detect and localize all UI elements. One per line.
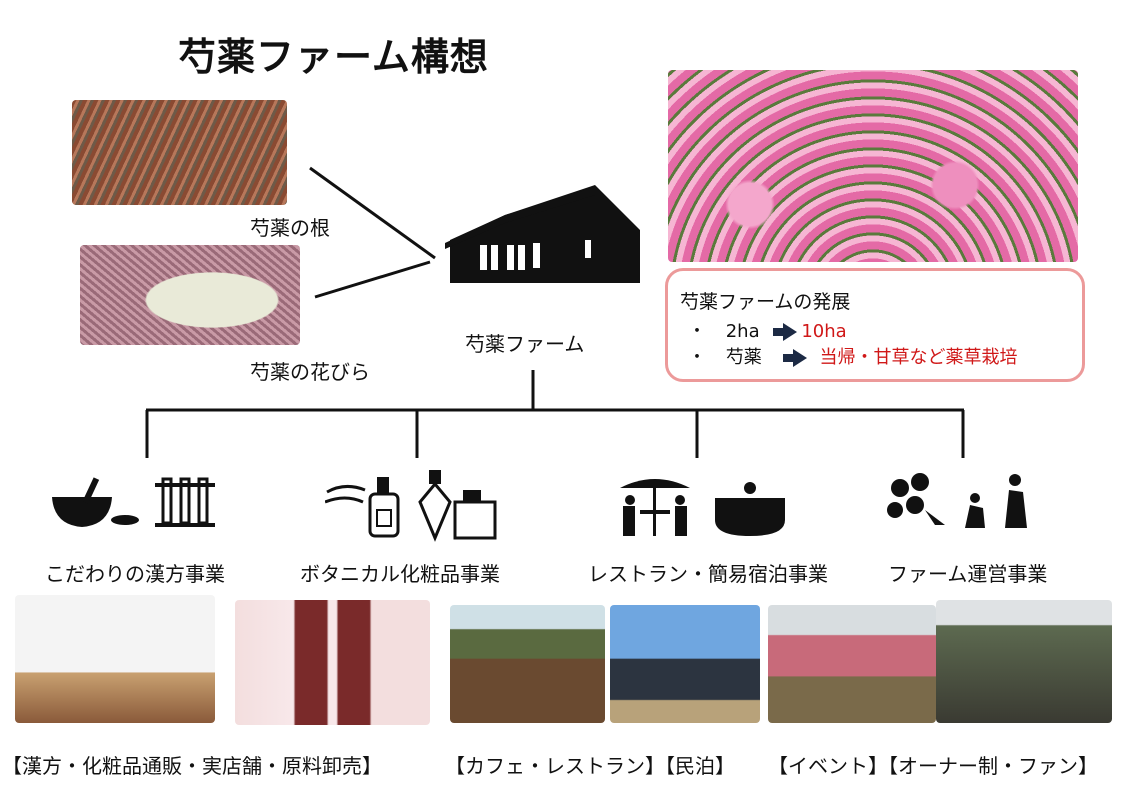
event-photo: [768, 605, 936, 723]
from-value: 芍薬: [725, 347, 762, 368]
cosmetics-icon: [325, 470, 497, 542]
peony-field-photo: [668, 70, 1078, 262]
barn-icon: [445, 185, 640, 283]
development-row: ・ 芍薬 当帰・甘草など薬草栽培: [688, 343, 1017, 369]
bullet: ・: [688, 321, 706, 342]
channel-label: 【イベント】【オーナー制・ファン】: [768, 754, 1098, 778]
business-label: ボタニカル化粧品事業: [300, 562, 500, 586]
arrow-right-icon: [769, 321, 798, 342]
page-title: 芍薬ファーム構想: [178, 35, 489, 79]
business-label: こだわりの漢方事業: [45, 562, 225, 586]
restaurant-bath-icon: [620, 479, 785, 536]
business-label: ファーム運営事業: [888, 562, 1048, 586]
to-value: 当帰・甘草など薬草栽培: [819, 347, 1018, 368]
mortar-test-tube-icon: [52, 477, 215, 527]
development-box: 芍薬ファームの発展 ・ 2ha 10ha ・ 芍薬 当帰・甘草など薬草栽培: [665, 268, 1085, 382]
root-photo: [72, 100, 287, 205]
petals-photo: [80, 245, 300, 345]
arrow-right-icon: [779, 347, 808, 368]
development-row: ・ 2ha 10ha: [688, 317, 847, 343]
to-value: 10ha: [801, 321, 847, 342]
cosmetics-photo: [235, 600, 430, 725]
farm-work-icon: [887, 473, 1027, 528]
kampo-photo: [15, 595, 215, 723]
channel-label: 【カフェ・レストラン】【民泊】: [445, 754, 735, 778]
bullet: ・: [688, 347, 706, 368]
minpaku-photo: [610, 605, 760, 723]
owner-photo: [936, 600, 1112, 723]
business-label: レストラン・簡易宿泊事業: [588, 562, 828, 586]
farm-label: 芍薬ファーム: [465, 332, 585, 356]
channel-label: 【漢方・化粧品通販・実店舗・原料卸売】: [2, 754, 382, 778]
root-label: 芍薬の根: [250, 216, 330, 240]
development-heading: 芍薬ファームの発展: [680, 291, 851, 313]
cafe-photo: [450, 605, 605, 723]
petals-label: 芍薬の花びら: [250, 360, 370, 384]
from-value: 2ha: [725, 321, 760, 342]
